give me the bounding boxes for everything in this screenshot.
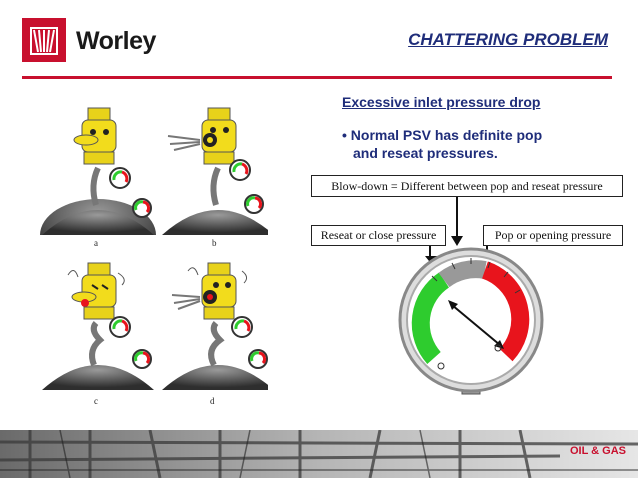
bullet-line-1: • Normal PSV has definite pop <box>342 127 543 143</box>
blowdown-callout: Blow-down = Different between pop and re… <box>311 175 623 197</box>
figure-label-a: a <box>94 238 98 248</box>
cartoon-panel-d <box>162 262 268 390</box>
cartoon-panel-b <box>162 107 268 235</box>
cartoon-panel-a <box>38 107 158 275</box>
reseat-arrow <box>429 246 434 263</box>
gauge-green-band <box>411 272 450 364</box>
bullet-line-2: and reseat pressures. <box>353 145 498 161</box>
pop-pressure-callout: Pop or opening pressure <box>483 225 623 246</box>
brand-name: Worley <box>76 27 156 55</box>
figure-label-c: c <box>94 396 98 406</box>
psv-cartoon-illustration <box>38 107 268 390</box>
worley-logo-mark <box>22 18 66 62</box>
cartoon-panel-c <box>42 262 154 390</box>
figure-label-d: d <box>210 396 215 406</box>
footer-label: OIL & GAS <box>569 445 626 457</box>
gauge-needle <box>451 304 501 346</box>
gauge-red-band <box>481 261 530 362</box>
reseat-pressure-callout: Reseat or close pressure <box>311 225 446 246</box>
header-divider <box>22 76 612 79</box>
pop-arrow <box>484 246 488 263</box>
page-title: CHATTERING PROBLEM <box>408 30 608 49</box>
section-heading: Excessive inlet pressure drop <box>342 94 541 110</box>
footer-industrial-banner <box>0 430 638 478</box>
gauge-stem <box>461 377 481 395</box>
figure-label-b: b <box>212 238 217 248</box>
logo-emblem-icon <box>26 22 62 58</box>
gauge-face <box>406 255 536 385</box>
gauge-bezel <box>398 247 544 393</box>
gauge-gray-band <box>438 260 487 288</box>
